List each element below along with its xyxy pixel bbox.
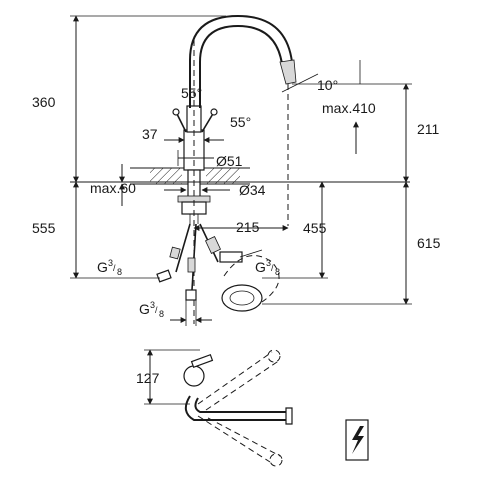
thread-letter: G: [255, 259, 266, 275]
svg-text:/: /: [155, 305, 158, 315]
thread-denominator: 8: [117, 267, 122, 277]
dim-handle-depth: 127: [136, 370, 160, 386]
dimension-labels: 360 55° 55° 10° max.410 211 37 Ø51 max.6…: [32, 77, 441, 386]
dim-reach: max.410: [322, 100, 376, 116]
dim-hole-diameter: Ø34: [239, 182, 266, 198]
dim-lever-width: 37: [142, 126, 158, 142]
thread-letter: G: [97, 259, 108, 275]
dim-total-below: 615: [417, 235, 441, 251]
spout-outer: [189, 14, 293, 108]
spout-tip: [279, 59, 297, 85]
dim-below-deck: 555: [32, 220, 56, 236]
thread-numerator: 3: [266, 258, 271, 268]
spout-inner: [199, 24, 283, 108]
dim-total-height: 360: [32, 94, 56, 110]
thread-numerator: 3: [108, 258, 113, 268]
thread-label-left: G 3 / 8: [97, 258, 122, 277]
thread-numerator: 3: [150, 300, 155, 310]
lever-right: [201, 111, 215, 133]
plan-view: [144, 349, 293, 467]
thread-letter: G: [139, 301, 150, 317]
thread-label-right: G 3 / 8: [255, 258, 280, 277]
faucet-elevation: [70, 14, 410, 324]
deck-hatch-right: [206, 168, 240, 184]
dimension-lines: [70, 15, 412, 326]
dim-deck-thickness: max.60: [90, 180, 136, 196]
thread-denominator: 8: [159, 309, 164, 319]
dim-hose-length: 455: [303, 220, 327, 236]
electric-symbol-icon: [345, 419, 369, 461]
dim-body-diameter: Ø51: [216, 153, 243, 169]
deck-hatch-left: [150, 168, 182, 184]
limiter-device: [221, 284, 263, 312]
dim-angle-right: 55°: [230, 114, 251, 130]
svg-text:/: /: [271, 263, 274, 273]
supply-hoses: [156, 223, 280, 312]
lever-left: [175, 111, 187, 133]
thread-denominator: 8: [275, 267, 280, 277]
riser-tube: [186, 105, 202, 133]
svg-text:/: /: [113, 263, 116, 273]
dim-angle-left: 55°: [181, 85, 202, 101]
thread-label-bottom: G 3 / 8: [139, 300, 164, 319]
dim-angle-spout: 10°: [317, 77, 338, 93]
dim-hose-offset: 215: [236, 219, 260, 235]
dim-spout-height: 211: [417, 121, 440, 137]
